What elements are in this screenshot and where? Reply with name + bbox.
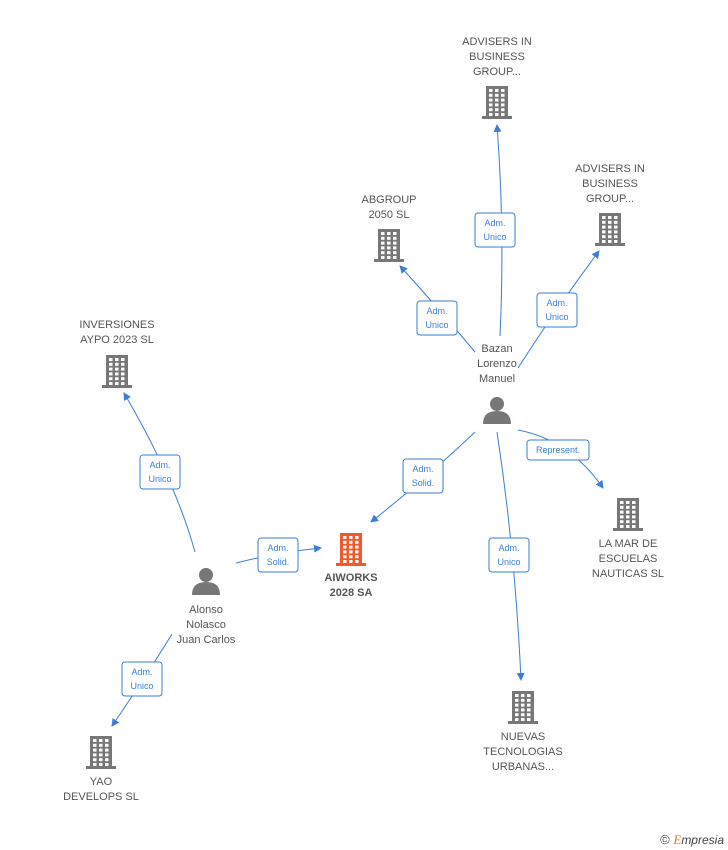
node-label: AYPO 2023 SL	[80, 334, 154, 346]
node-inversiones[interactable]: INVERSIONES AYPO 2023 SL	[79, 319, 155, 388]
edge-label-text: Unico	[425, 320, 448, 330]
edge-bazan-nuevas: Adm. Unico	[488, 431, 530, 681]
edge-label-text: Unico	[483, 232, 506, 242]
node-label: Alonso	[189, 604, 223, 616]
footer-credit: © Empresia	[660, 832, 724, 848]
node-label: Nolasco	[186, 619, 226, 631]
brand-name: mpresia	[681, 833, 724, 847]
node-label: ESCUELAS	[599, 553, 658, 565]
edge-alonso-yao: Adm. Unico	[111, 633, 173, 727]
edge-label-box[interactable]	[526, 439, 590, 461]
edge-label-text: Adm.	[546, 298, 567, 308]
edge-bazan-advisers2: Adm. Unico	[517, 250, 600, 369]
edge-label-text: Adm.	[412, 464, 433, 474]
edge-label-text: Solid.	[267, 557, 290, 567]
node-label: Bazan	[481, 343, 512, 355]
edge-label-box[interactable]	[402, 458, 444, 494]
edge-label-text: Adm.	[426, 306, 447, 316]
edge-label-box[interactable]	[488, 537, 530, 573]
node-label: BUSINESS	[582, 178, 638, 190]
node-label: LA MAR DE	[599, 538, 658, 550]
node-lamar[interactable]: LA MAR DE ESCUELAS NAUTICAS SL	[592, 498, 664, 580]
edge-label-box[interactable]	[257, 537, 299, 573]
edge-label-text: Unico	[148, 474, 171, 484]
edge-label-text: Adm.	[131, 667, 152, 677]
node-label: YAO	[90, 776, 113, 788]
node-yao[interactable]: YAO DEVELOPS SL	[63, 736, 139, 803]
building-icon	[374, 229, 404, 262]
edge-label-text: Adm.	[267, 543, 288, 553]
node-label: ABGROUP	[361, 194, 416, 206]
edge-label-text: Adm.	[484, 218, 505, 228]
node-abgroup[interactable]: ABGROUP 2050 SL	[361, 194, 417, 262]
building-icon	[595, 213, 625, 246]
node-label: ADVISERS IN	[462, 36, 532, 48]
node-label: INVERSIONES	[79, 319, 154, 331]
building-icon	[102, 355, 132, 388]
building-icon	[508, 691, 538, 724]
edge-label-text: Unico	[545, 312, 568, 322]
building-icon	[86, 736, 116, 769]
edge-label-box[interactable]	[416, 300, 458, 336]
edge-label-box[interactable]	[536, 292, 578, 328]
edge-label-text: Unico	[497, 557, 520, 567]
edge-label-text: Solid.	[412, 478, 435, 488]
node-advisers1[interactable]: ADVISERS IN BUSINESS GROUP...	[462, 36, 532, 119]
edge-label-text: Unico	[130, 681, 153, 691]
edge-label-box[interactable]	[121, 661, 163, 697]
node-label: Juan Carlos	[177, 634, 236, 646]
brand-initial: E	[673, 832, 682, 847]
edge-label-box[interactable]	[139, 454, 181, 490]
node-label: 2028 SA	[330, 587, 373, 599]
edge-bazan-aiworks: Adm. Solid.	[370, 431, 476, 523]
node-label: GROUP...	[473, 66, 521, 78]
edges-layer: Adm.UnicoAdm.UnicoAdm.UnicoAdm.Solid.Rep…	[111, 124, 604, 727]
node-label: GROUP...	[586, 193, 634, 205]
edge-alonso-inversiones: Adm. Unico	[123, 392, 196, 553]
edge-bazan-advisers1: Adm. Unico	[474, 124, 516, 337]
node-aiworks[interactable]: AIWORKS 2028 SA	[324, 533, 378, 599]
person-icon	[192, 568, 220, 595]
node-label: BUSINESS	[469, 51, 525, 63]
building-icon	[613, 498, 643, 531]
node-label: ADVISERS IN	[575, 163, 645, 175]
node-label: Lorenzo	[477, 358, 517, 370]
node-label: 2050 SL	[369, 209, 410, 221]
edge-label-text: Adm.	[149, 460, 170, 470]
node-label: NAUTICAS SL	[592, 568, 664, 580]
building-icon	[482, 86, 512, 119]
edge-label-text: Represent.	[536, 445, 580, 455]
node-label: URBANAS...	[492, 761, 554, 773]
building-icon	[336, 533, 366, 566]
edge-label-text: Adm.	[498, 543, 519, 553]
nodes-layer: ADVISERS IN BUSINESS GROUP... ADVISERS IN BU…	[63, 36, 664, 803]
node-label: TECNOLOGIAS	[483, 746, 562, 758]
edge-label-box[interactable]	[474, 212, 516, 248]
copyright-symbol: ©	[660, 832, 670, 847]
node-label: DEVELOPS SL	[63, 791, 139, 803]
node-label: Manuel	[479, 373, 515, 385]
edge-bazan-abgroup: Adm. Unico	[399, 265, 476, 353]
person-icon	[483, 397, 511, 424]
edge-alonso-aiworks: Adm. Solid.	[235, 537, 322, 573]
node-advisers2[interactable]: ADVISERS IN BUSINESS GROUP...	[575, 163, 645, 246]
edge-bazan-lamar: Represent.	[517, 429, 604, 489]
node-label: NUEVAS	[501, 731, 545, 743]
node-label: AIWORKS	[324, 572, 377, 584]
node-nuevas[interactable]: NUEVAS TECNOLOGIAS URBANAS...	[483, 691, 563, 773]
